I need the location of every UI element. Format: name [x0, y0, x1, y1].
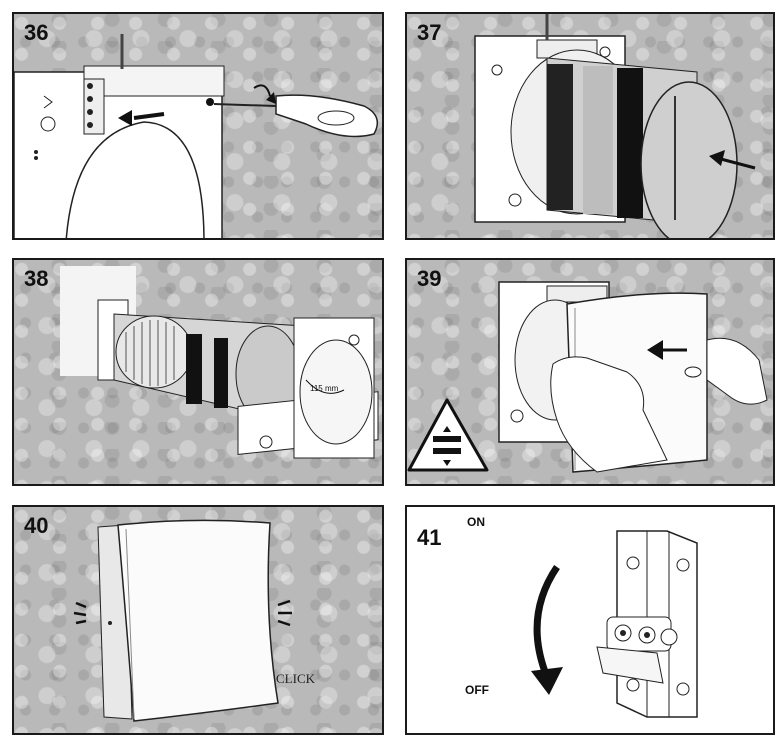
step-number: 40 [24, 513, 49, 538]
step-39-panel: 39 [405, 258, 775, 486]
step-38-panel: 38 115 mm [12, 258, 384, 486]
step-40-illustration [73, 519, 292, 722]
step-number: 36 [24, 20, 49, 45]
off-label: OFF [465, 683, 489, 697]
step-36-panel: 36 [12, 12, 384, 240]
step-37-panel: 37 [405, 12, 775, 240]
step-number: 41 [417, 525, 442, 550]
on-label: ON [467, 515, 485, 529]
click-sound-label: CLICK [276, 671, 315, 686]
duct-diameter-label: 115 mm [310, 384, 339, 393]
step-38-illustration [60, 266, 379, 459]
step-41-panel: 41 ON OFF [405, 505, 775, 735]
step-40-panel: 40 CLICK [12, 505, 384, 735]
step-39-illustration [407, 281, 768, 473]
step-number: 39 [417, 266, 442, 291]
step-41-illustration [531, 530, 698, 718]
step-37-illustration [474, 14, 756, 238]
step-36-illustration [14, 34, 379, 238]
step-number: 38 [24, 266, 49, 291]
step-number: 37 [417, 20, 442, 45]
